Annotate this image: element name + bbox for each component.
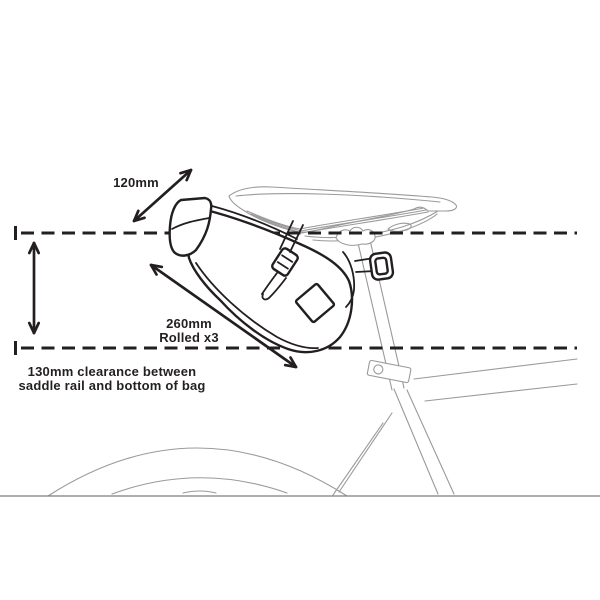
top-tube: [424, 383, 578, 402]
clearance-note: 130mm clearance between saddle rail and …: [18, 365, 205, 393]
seat-stay: [332, 422, 384, 496]
seat-tube: [393, 388, 439, 495]
dim-label-120mm: 120mm: [113, 175, 159, 190]
clearance-note-line2: saddle rail and bottom of bag: [18, 378, 206, 393]
strap-buckle-icon: [271, 247, 299, 277]
dim-label-260mm-line2: Rolled x3: [159, 330, 219, 345]
top-tube: [413, 358, 578, 380]
dim-arrow-120: [132, 168, 193, 223]
dim-label-260mm-line1: 260mm: [166, 316, 212, 331]
clearance-arrow: [27, 241, 41, 335]
logo-patch-icon: [294, 282, 336, 324]
rear-wheel-icon: [47, 447, 348, 497]
compression-strap: [261, 220, 304, 301]
dim-label-260mm: 260mm Rolled x3: [159, 317, 219, 345]
seat-stay: [338, 412, 393, 493]
saddle-bag: [168, 196, 395, 354]
saddle-rails: [304, 210, 439, 239]
bike-saddle: [228, 186, 458, 246]
seatpost-buckle-icon: [368, 251, 395, 281]
dimension-arrows: [27, 168, 298, 369]
clearance-note-line1: 130mm clearance between: [27, 364, 197, 379]
rear-strap-band: [342, 251, 356, 308]
clamp-bracket: [366, 359, 412, 384]
seat-tube: [406, 389, 455, 495]
roll-closure: [168, 196, 213, 257]
seatpost-strap: [354, 251, 395, 281]
dim-arrow-260: [149, 263, 298, 369]
